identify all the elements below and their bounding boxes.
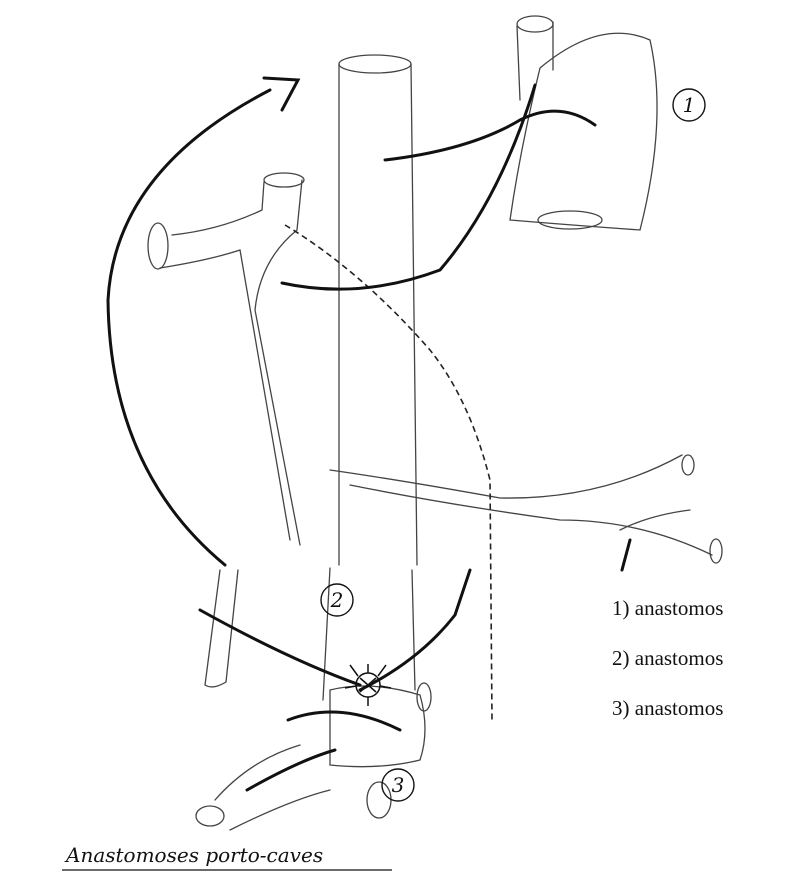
rectum-outline bbox=[330, 686, 425, 767]
marker-3: 3 bbox=[382, 769, 414, 801]
splenic-vein-lower bbox=[350, 485, 712, 555]
legend-item-2: 2) anastomos bbox=[612, 646, 723, 671]
vena-cava-top-opening bbox=[339, 55, 411, 73]
marker-1: 1 bbox=[673, 89, 705, 121]
svg-text:3: 3 bbox=[392, 773, 405, 797]
stomach-outline bbox=[510, 33, 657, 230]
anastomosis-1-lower bbox=[282, 85, 535, 289]
vena-cava-right-wall bbox=[411, 64, 417, 565]
anastomosis-2-left bbox=[200, 610, 360, 685]
stomach-lower-opening bbox=[538, 211, 602, 229]
iliac-vessel-opening bbox=[196, 806, 224, 826]
portal-vein-walls bbox=[172, 180, 302, 545]
anastomosis-1-upper bbox=[385, 111, 595, 160]
legend-item-1: 1) anastomos bbox=[612, 596, 723, 621]
diagram-caption: Anastomoses porto-caves bbox=[64, 843, 323, 867]
iliac-vessel-upper bbox=[215, 745, 300, 800]
esophagus-opening bbox=[517, 16, 553, 32]
anastomosis-2-star bbox=[345, 664, 391, 706]
rectal-vessel-opening bbox=[417, 683, 431, 711]
marker-2: 2 bbox=[321, 584, 353, 616]
anastomosis-3-lower bbox=[247, 750, 335, 790]
legend-item-3: 3) anastomos bbox=[612, 696, 723, 721]
mesenteric-ink-mark bbox=[622, 540, 630, 570]
collateral-arrow-path bbox=[108, 90, 270, 565]
splenic-vein-opening bbox=[682, 455, 694, 475]
dashed-vessel bbox=[285, 225, 492, 720]
anastomosis-3-upper bbox=[288, 712, 400, 730]
iliac-vessel-lower bbox=[230, 790, 330, 830]
portal-left-branch-opening bbox=[148, 223, 168, 269]
portal-vein-top-opening bbox=[264, 173, 304, 187]
collateral-arrowhead bbox=[264, 78, 298, 110]
svg-text:2: 2 bbox=[330, 588, 344, 612]
svg-text:1: 1 bbox=[683, 93, 696, 117]
portal-left-branch-wall bbox=[160, 250, 290, 540]
mesenteric-vein-opening bbox=[710, 539, 722, 563]
pelvic-vessel-opening bbox=[367, 782, 391, 818]
